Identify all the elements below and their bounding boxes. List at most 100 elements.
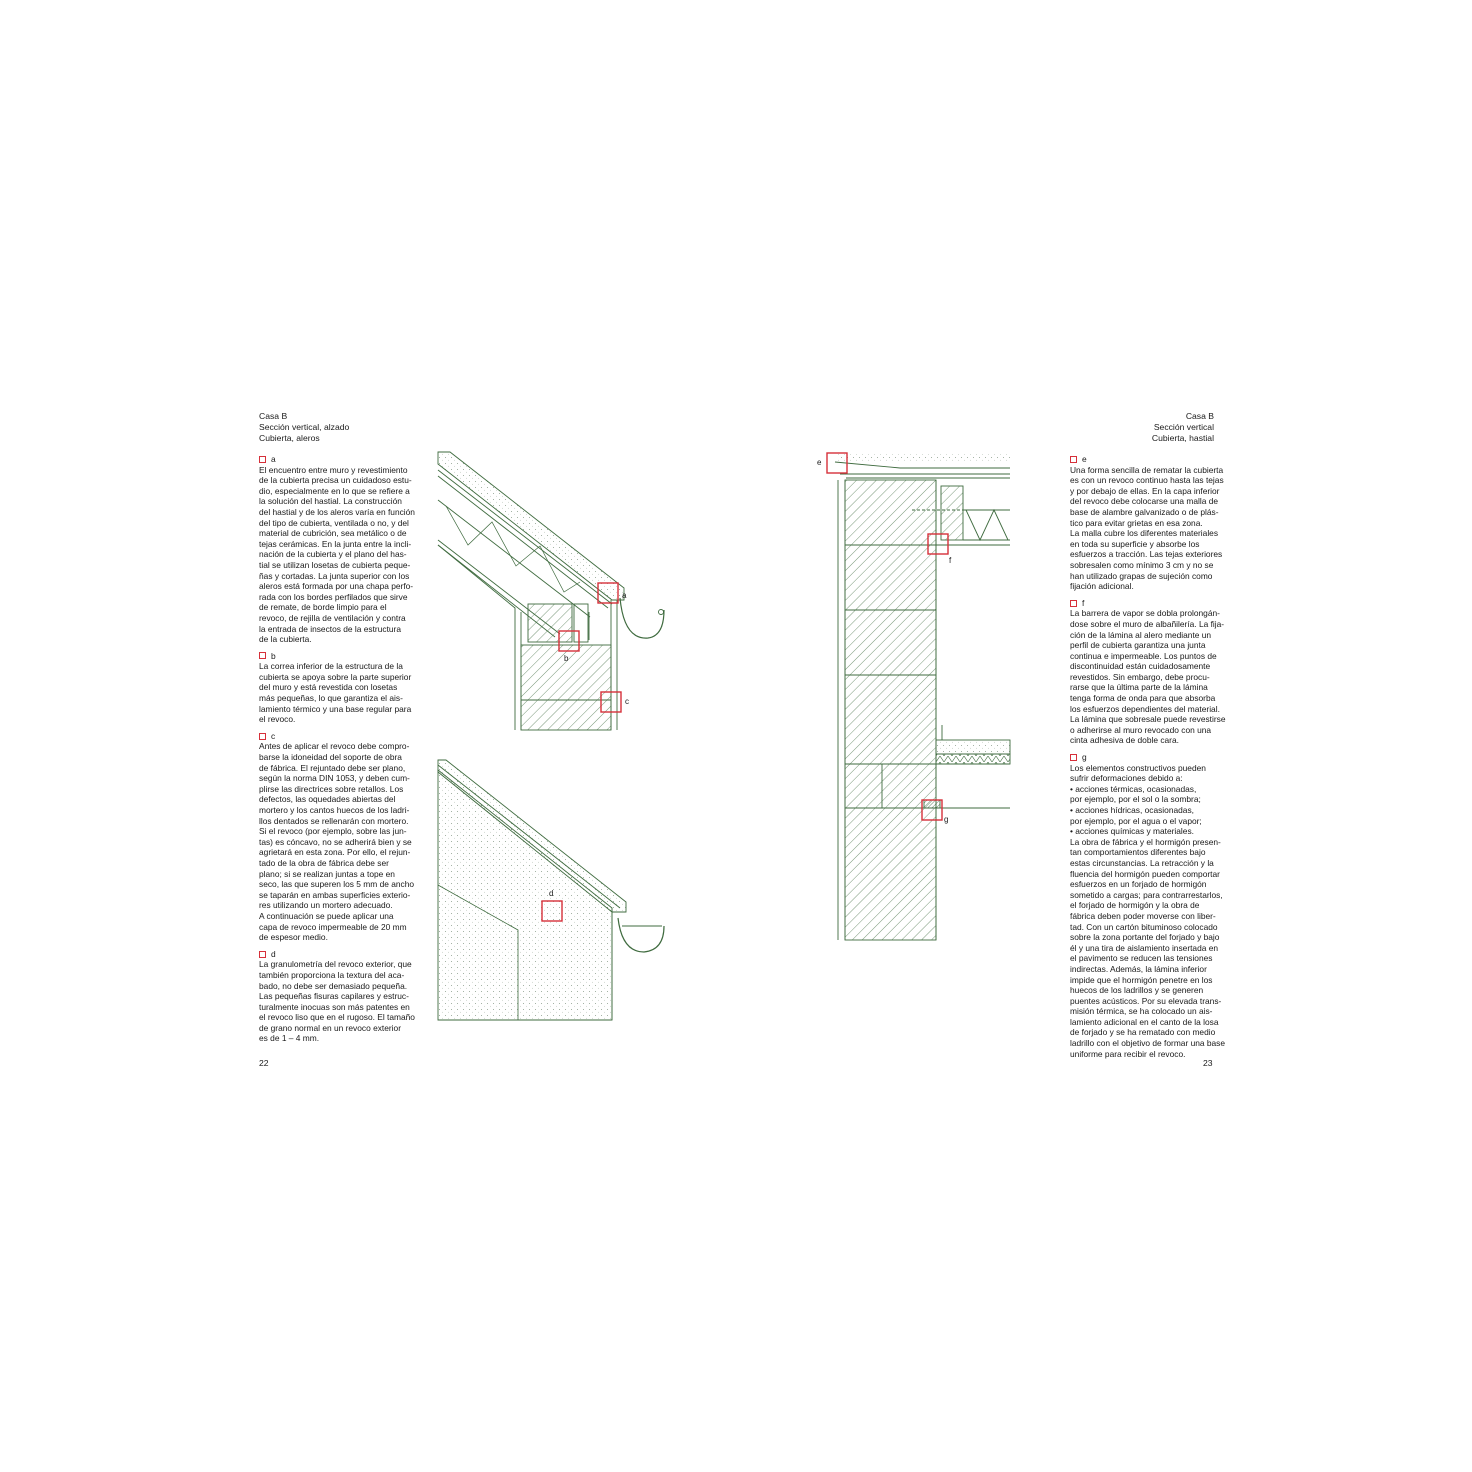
right-page-number: 23 xyxy=(1203,1058,1213,1068)
note-line: revoco, de rejilla de ventilación y cont… xyxy=(259,612,406,623)
marker-f: f xyxy=(927,533,952,565)
note-d-text: La granulometría del revoco exterior, qu… xyxy=(259,959,415,1044)
note-f-text: La barrera de vapor se dobla prolongán-d… xyxy=(1070,608,1226,746)
note-line: del tipo de cubierta, ventilada o no, y … xyxy=(259,517,409,528)
note-line: tico para evitar grietas en esa zona. xyxy=(1070,517,1203,528)
note-line: el revoco. xyxy=(259,714,296,725)
note-line: tas) es cóncavo, no se adherirá bien y s… xyxy=(259,836,412,847)
note-line: cubierta se apoya sobre la parte superio… xyxy=(259,671,412,682)
note-line: agrietará en esta zona. Por ello, el rej… xyxy=(259,847,411,858)
eave-section-drawing xyxy=(437,451,665,731)
left-page-number: 22 xyxy=(259,1058,269,1068)
right-header-line-1: Casa B xyxy=(1185,411,1214,421)
note-line: impide que el hormigón penetre en los xyxy=(1070,974,1213,985)
note-line: de espesor medio. xyxy=(259,932,328,943)
note-d-tag: d xyxy=(259,949,409,960)
note-line: La obra de fábrica y el hormigón presen- xyxy=(1070,836,1221,847)
note-line: Antes de aplicar el revoco debe compro- xyxy=(259,741,410,752)
marker-square-icon xyxy=(259,455,266,463)
note-line: es de 1 – 4 mm. xyxy=(259,1033,320,1044)
note-c-text: Antes de aplicar el revoco debe compro-b… xyxy=(259,741,415,943)
note-line: fluencia del hormigón pueden comportar xyxy=(1070,868,1220,879)
note-line: El encuentro entre muro y revestimiento xyxy=(259,464,408,475)
label-d: d xyxy=(549,889,553,898)
note-line: bado, no debe ser demasiado pequeña. xyxy=(259,980,408,991)
note-line: La granulometría del revoco exterior, qu… xyxy=(259,959,412,970)
note-line: según la norma DIN 1053, y deben cum- xyxy=(259,773,410,784)
note-line: indirectas. Además, la lámina inferior xyxy=(1070,963,1207,974)
note-line: aleros está formada por una chapa perfo- xyxy=(259,581,414,592)
label-f: f xyxy=(949,556,952,565)
note-line: han utilizado grapas de sujeción como xyxy=(1070,570,1213,581)
note-line: sobre la zona portante del forjado y baj… xyxy=(1070,932,1220,943)
note-line: tenga forma de onda para que absorba xyxy=(1070,693,1216,704)
note-line: cinta adhesiva de doble cara. xyxy=(1070,735,1179,746)
note-line: mortero y los cantos huecos de los ladri… xyxy=(259,805,410,815)
note-line: tan comportamientos diferentes bajo xyxy=(1070,847,1206,858)
note-line: capa de revoco impermeable de 20 mm xyxy=(259,921,407,932)
right-notes-column: e Una forma sencilla de rematar la cubie… xyxy=(1070,454,1226,1059)
note-line: esfuerzos en un forjado de hormigón xyxy=(1070,879,1207,890)
note-line: tado de la obra de fábrica debe ser xyxy=(259,857,389,868)
note-b-label: b xyxy=(271,650,276,661)
note-line: fijación adicional. xyxy=(1070,581,1134,592)
note-line: La lámina que sobresale puede revestirse xyxy=(1070,714,1226,725)
note-line: defectos, las oquedades abiertas del xyxy=(259,794,396,805)
note-line: seco, las que superen los 5 mm de ancho xyxy=(259,879,415,890)
note-line: discontinuidad están cuidadosamente xyxy=(1070,661,1211,672)
note-d-label: d xyxy=(271,948,276,959)
gable-section-drawing xyxy=(834,454,1011,941)
label-c: c xyxy=(625,697,629,706)
note-f-label: f xyxy=(1082,597,1085,608)
note-g-label: g xyxy=(1082,752,1087,763)
left-page-header: Casa B Sección vertical, alzado Cubierta… xyxy=(259,411,349,443)
marker-square-icon xyxy=(1070,455,1077,463)
note-line: el revoco liso que en el rugoso. El tama… xyxy=(259,1012,415,1023)
note-line: ladrillo con el objetivo de formar una b… xyxy=(1070,1038,1226,1049)
note-line: de remate, de borde limpio para el xyxy=(259,602,387,613)
note-line: huecos de los ladrillos y se generen xyxy=(1070,985,1204,996)
note-b-tag: b xyxy=(259,651,409,662)
note-e-tag: e xyxy=(1070,454,1220,465)
note-e-text: Una forma sencilla de rematar la cubiert… xyxy=(1070,465,1224,592)
note-line: por ejemplo, por el agua o el vapor; xyxy=(1070,815,1202,826)
note-line: La correa inferior de la estructura de l… xyxy=(259,661,403,672)
marker-g: g xyxy=(921,799,948,824)
note-line: estas circunstancias. La retracción y la xyxy=(1070,857,1214,868)
note-line: dose sobre el muro de albañilería. La fi… xyxy=(1070,618,1225,629)
note-line: de grano normal en un revoco exterior xyxy=(259,1022,401,1033)
note-line: puentes acústicos. Por su elevada trans- xyxy=(1070,995,1222,1006)
note-line: sufrir deformaciones debido a: xyxy=(1070,773,1183,784)
note-line: en toda su superficie y absorbe los xyxy=(1070,538,1200,549)
note-line: lamiento térmico y una base regular para xyxy=(259,703,412,714)
note-g-tag: g xyxy=(1070,752,1220,763)
note-line: el pavimento se reducen las tensiones xyxy=(1070,953,1213,964)
left-header-line-1: Casa B xyxy=(259,411,288,421)
note-line: ñas y cortadas. La junta superior con lo… xyxy=(259,570,410,581)
note-line: A continuación se puede aplicar una xyxy=(259,910,394,921)
note-line: él y una tira de aislamiento insertada e… xyxy=(1070,942,1219,953)
note-line: tejas cerámicas. En la junta entre la in… xyxy=(259,538,412,549)
label-b: b xyxy=(564,654,569,663)
note-line: de la cubierta. xyxy=(259,634,312,645)
left-header-line-2: Sección vertical, alzado xyxy=(259,421,350,432)
note-b-text: La correa inferior de la estructura de l… xyxy=(259,661,412,725)
marker-e: e xyxy=(817,452,848,474)
note-line: lamiento adicional en el canto de la los… xyxy=(1070,1016,1219,1027)
note-line: plano; si se realizan juntas a tope en xyxy=(259,868,395,879)
right-header-line-3: Cubierta, hastial xyxy=(1151,432,1214,443)
note-line: rada con los bordes perfilados que sirve xyxy=(259,591,408,602)
note-line: material de cubrición, sea metálico o de xyxy=(259,528,407,539)
note-line: sometido a cargas; para contrarrestarlos… xyxy=(1070,889,1223,900)
note-line: del muro y está revestida con losetas xyxy=(259,682,398,693)
note-line: rarse que la última parte de la lámina xyxy=(1070,682,1208,693)
note-line: esfuerzos a tracción. Las tejas exterior… xyxy=(1070,549,1223,560)
note-line: de forjado y se ha rematado con medio xyxy=(1070,1027,1216,1038)
left-header-line-3: Cubierta, aleros xyxy=(259,432,320,443)
marker-square-icon xyxy=(259,652,266,660)
note-line: la solución del hastial. La construcción xyxy=(259,496,402,507)
note-line: uniforme para recibir el revoco. xyxy=(1070,1048,1186,1059)
note-line: La barrera de vapor se dobla prolongán- xyxy=(1070,608,1220,619)
marker-square-icon xyxy=(259,950,266,958)
